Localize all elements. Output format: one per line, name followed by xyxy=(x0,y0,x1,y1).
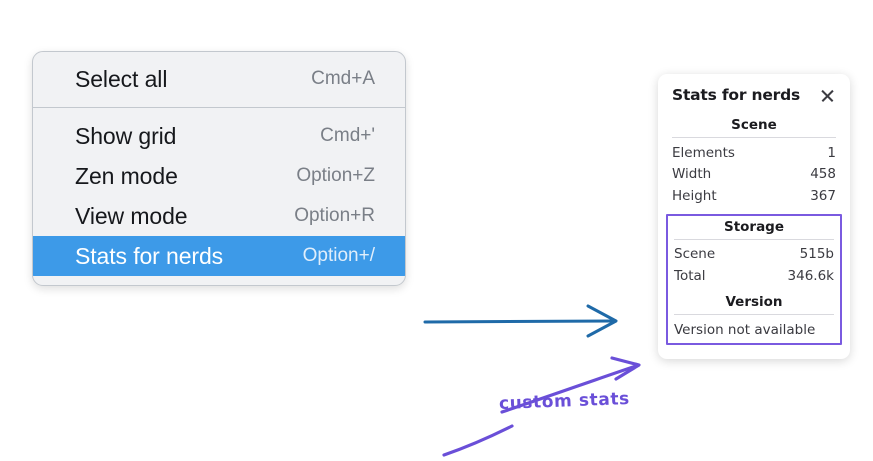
annotation-label-custom-stats: custom stats xyxy=(498,388,631,414)
stat-value: 515b xyxy=(799,246,834,263)
menu-item-label: Stats for nerds xyxy=(75,242,224,269)
scene-section: Scene Elements 1 Width 458 Height 367 xyxy=(672,116,836,208)
menu-item-label: Show grid xyxy=(75,122,177,149)
context-menu-group-1: Select all Cmd+A xyxy=(33,59,405,99)
stat-row: Total 346.6k xyxy=(674,266,834,288)
stat-row: Scene 515b xyxy=(674,244,834,266)
menu-item-shortcut: Cmd+A xyxy=(311,68,375,89)
panel-title: Stats for nerds xyxy=(672,86,801,104)
stat-value: 1 xyxy=(827,144,836,161)
context-menu[interactable]: Select all Cmd+A Show grid Cmd+' Zen mod… xyxy=(32,51,406,286)
menu-item-label: View mode xyxy=(75,202,188,229)
version-divider xyxy=(674,314,834,316)
stat-row: Elements 1 xyxy=(672,142,836,164)
stat-key: Width xyxy=(672,166,712,183)
menu-item-view-mode[interactable]: View mode Option+R xyxy=(33,196,405,236)
stat-value: 346.6k xyxy=(787,268,834,284)
context-menu-group-2: Show grid Cmd+' Zen mode Option+Z View m… xyxy=(33,116,405,276)
stat-row: Height 367 xyxy=(672,186,836,208)
stat-value: 458 xyxy=(810,166,836,183)
scene-divider xyxy=(672,137,836,138)
stat-key: Height xyxy=(672,188,717,205)
storage-section: Storage Scene 515b Total 346.6k xyxy=(674,218,834,288)
stats-for-nerds-panel: Stats for nerds Scene Elements 1 Width 4… xyxy=(658,74,850,360)
scene-section-heading: Scene xyxy=(731,117,777,133)
custom-stats-highlight-box: Storage Scene 515b Total 346.6k Version … xyxy=(666,213,842,346)
stat-value: 367 xyxy=(810,188,836,205)
menu-item-shortcut: Option+/ xyxy=(302,245,375,266)
menu-item-zen-mode[interactable]: Zen mode Option+Z xyxy=(33,156,405,196)
storage-divider xyxy=(674,238,834,240)
menu-item-show-grid[interactable]: Show grid Cmd+' xyxy=(33,116,405,156)
stat-key: Elements xyxy=(672,144,735,161)
stat-key: Total xyxy=(674,268,706,284)
stat-key: Scene xyxy=(674,246,716,263)
close-icon[interactable] xyxy=(820,88,835,103)
menu-item-shortcut: Cmd+' xyxy=(320,125,375,146)
menu-item-label: Zen mode xyxy=(75,162,178,189)
version-section: Version Version not available xyxy=(674,287,834,339)
menu-item-shortcut: Option+Z xyxy=(296,165,375,186)
menu-item-shortcut: Option+R xyxy=(294,205,375,226)
storage-section-heading: Storage xyxy=(723,218,785,235)
stat-row: Width 458 xyxy=(672,164,836,186)
menu-item-label: Select all xyxy=(75,65,168,92)
flow-arrow xyxy=(423,304,618,338)
menu-separator xyxy=(33,107,405,108)
version-note: Version not available xyxy=(674,322,816,339)
menu-item-select-all[interactable]: Select all Cmd+A xyxy=(33,59,405,99)
version-section-heading: Version xyxy=(725,294,783,311)
menu-item-stats-for-nerds[interactable]: Stats for nerds Option+/ xyxy=(33,236,405,276)
panel-header: Stats for nerds xyxy=(672,86,836,104)
